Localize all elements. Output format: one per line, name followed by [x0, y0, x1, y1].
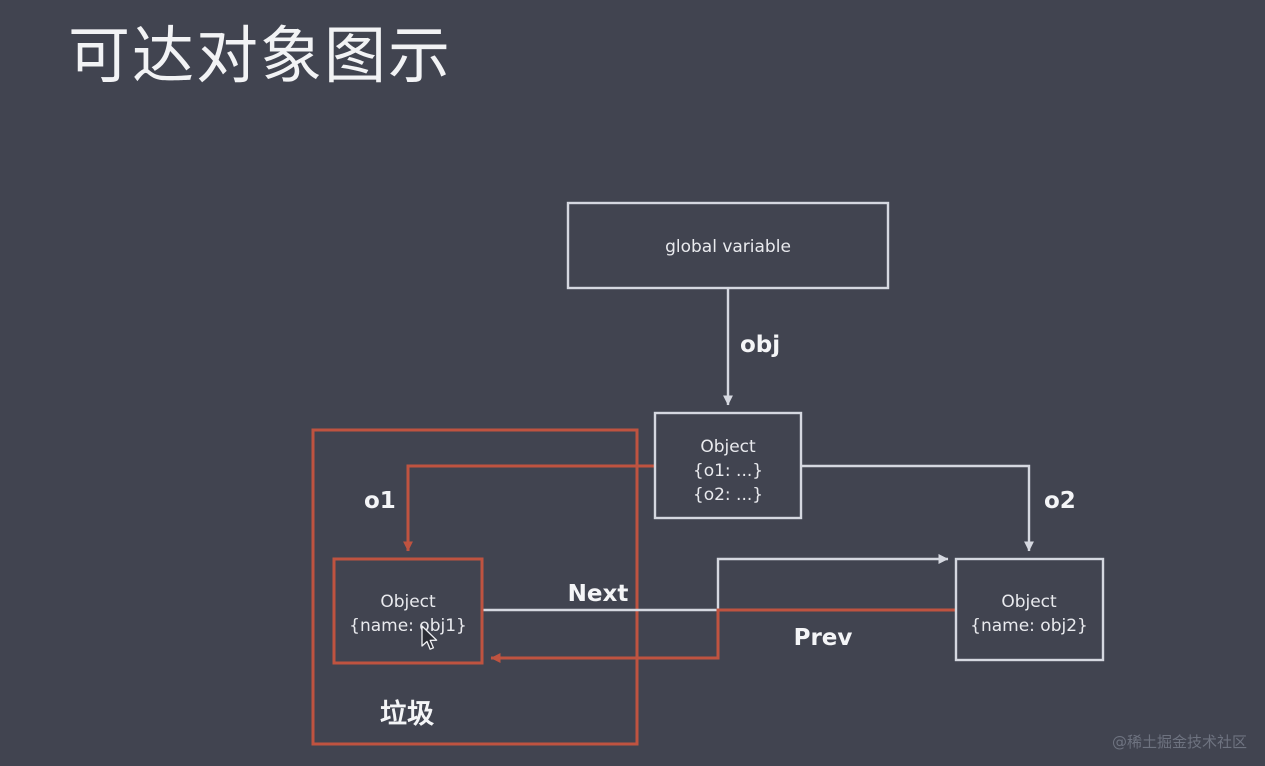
edge-next-line [482, 554, 949, 612]
page-title: 可达对象图示 [68, 19, 453, 92]
edge-o1-line [403, 464, 655, 552]
node-obj1[interactable]: Object {name: obj1} [332, 557, 484, 665]
node-obj2-line-1: Object [1001, 592, 1057, 612]
node-obj2[interactable]: Object {name: obj2} [954, 557, 1105, 662]
node-global-variable-label: global variable [665, 237, 791, 257]
edge-o2-label: o2 [1044, 488, 1076, 514]
node-root-object-line-3: {o2: ...} [693, 485, 763, 505]
node-obj2-line-2: {name: obj2} [970, 616, 1088, 636]
node-obj2-box [954, 557, 1105, 662]
edge-o1-label: o1 [364, 488, 396, 514]
node-root-object-line-2: {o1: ...} [693, 461, 763, 481]
edge-prev-label: Prev [794, 625, 853, 651]
watermark: @稀土掘金技术社区 [1111, 733, 1247, 751]
node-root-object-box [653, 411, 803, 520]
node-root-object-line-1: Object [700, 437, 756, 457]
node-root-object[interactable]: Object {o1: ...} {o2: ...} [653, 411, 803, 520]
garbage-region-outline [311, 428, 639, 746]
edge-obj-label: obj [740, 332, 780, 358]
edge-next-label: Next [568, 581, 629, 607]
node-obj1-line-1: Object [380, 592, 436, 612]
node-obj1-box [332, 557, 484, 665]
node-global-variable-box [566, 201, 890, 290]
garbage-region-label: 垃圾 [380, 698, 434, 730]
edge-o2-line [801, 464, 1034, 552]
node-obj1-line-2: {name: obj1} [349, 616, 467, 636]
node-global-variable[interactable]: global variable [566, 201, 890, 290]
edge-prev-line [490, 608, 956, 663]
